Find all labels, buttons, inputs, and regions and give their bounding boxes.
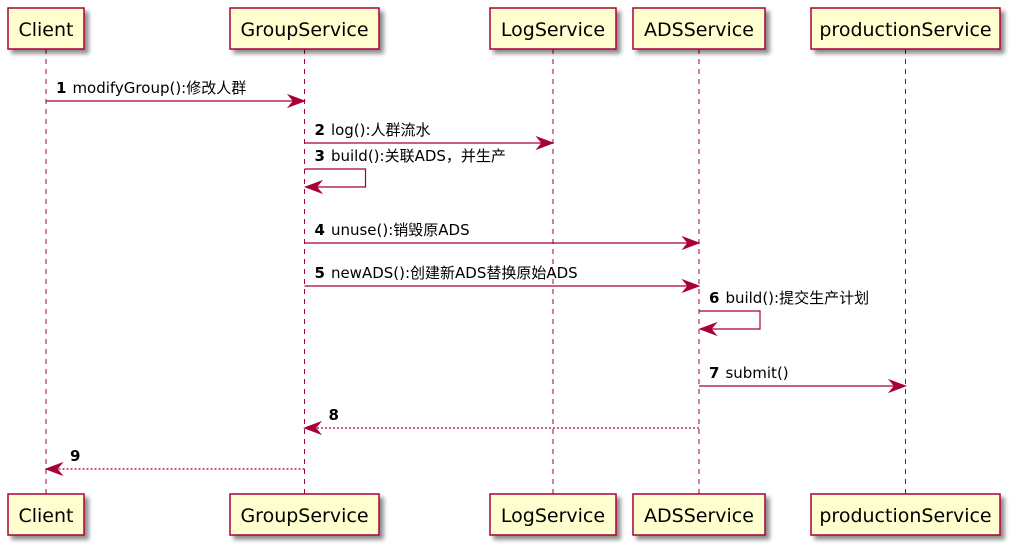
arrowhead-icon bbox=[681, 278, 701, 294]
participant-group-top: GroupService bbox=[229, 7, 380, 50]
participant-client-top: Client bbox=[7, 7, 85, 50]
arrowhead-icon bbox=[887, 378, 907, 394]
participant-prod-bottom: productionService bbox=[810, 493, 1001, 536]
participant-label: productionService bbox=[819, 505, 991, 527]
participant-label: GroupService bbox=[240, 505, 368, 527]
message-label: 9 bbox=[70, 447, 80, 465]
participant-group-bottom: GroupService bbox=[229, 493, 380, 536]
arrowhead-icon bbox=[44, 461, 64, 477]
arrowhead-icon bbox=[681, 235, 701, 251]
participant-ads-bottom: ADSService bbox=[632, 493, 766, 536]
participant-prod-top: productionService bbox=[810, 7, 1001, 50]
participant-label: LogService bbox=[501, 19, 605, 41]
participant-client-bottom: Client bbox=[7, 493, 85, 536]
participant-label: productionService bbox=[819, 19, 991, 41]
arrowhead-icon bbox=[303, 420, 323, 436]
participant-label: ADSService bbox=[644, 505, 754, 527]
participant-ads-top: ADSService bbox=[632, 7, 766, 50]
participant-label: Client bbox=[18, 19, 73, 41]
participant-label: ADSService bbox=[644, 19, 754, 41]
arrowhead-icon bbox=[304, 179, 324, 195]
message-8: 8 bbox=[303, 406, 699, 436]
arrowhead-icon bbox=[286, 93, 306, 109]
arrowhead-icon bbox=[698, 321, 718, 337]
participant-log-bottom: LogService bbox=[489, 493, 617, 536]
arrowhead-icon bbox=[535, 135, 555, 151]
message-label: 8 bbox=[329, 406, 339, 424]
participant-log-top: LogService bbox=[489, 7, 617, 50]
message-9: 9 bbox=[44, 447, 305, 477]
participant-label: GroupService bbox=[240, 19, 368, 41]
participant-label: Client bbox=[18, 505, 73, 527]
participant-label: LogService bbox=[501, 505, 605, 527]
